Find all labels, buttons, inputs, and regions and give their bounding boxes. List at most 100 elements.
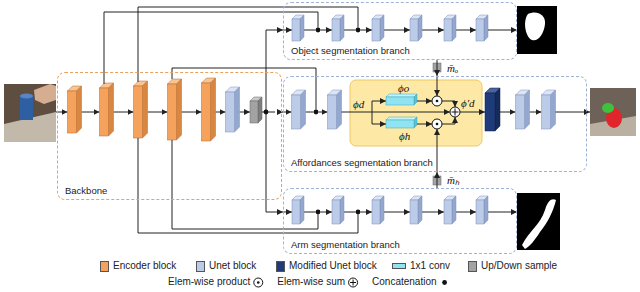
branch-title: Object segmentation branch	[291, 45, 516, 56]
block-side	[380, 15, 384, 41]
block-side	[418, 196, 422, 224]
legend-text: Concatenation	[372, 276, 437, 288]
flow-line	[266, 72, 267, 200]
flow-line	[384, 212, 410, 213]
flow-line	[138, 138, 358, 233]
block-front	[226, 92, 235, 132]
flow-line	[360, 212, 372, 213]
block-side	[300, 196, 304, 224]
block-front	[386, 97, 414, 105]
concat-dot	[442, 280, 447, 285]
legend-swatch	[196, 261, 205, 272]
block-front	[332, 200, 340, 224]
block-side	[109, 83, 114, 136]
block-side	[380, 196, 384, 224]
flow-line	[82, 112, 100, 113]
flow-line	[456, 30, 476, 31]
photo-hand	[34, 84, 56, 104]
product-dot	[436, 123, 439, 126]
block-front	[134, 86, 143, 138]
block-front	[372, 19, 380, 41]
mask-label: m̄ₕ	[446, 174, 460, 186]
feature-label: ϕh	[399, 130, 410, 142]
flow-line	[372, 101, 386, 112]
flow-line	[344, 30, 356, 31]
block-side	[301, 90, 306, 129]
flow-line	[304, 30, 316, 31]
branch-group: Object segmentation branch	[283, 2, 517, 60]
block-front	[444, 19, 452, 41]
block-front	[542, 95, 551, 129]
block-side	[300, 15, 304, 41]
concat-dot	[314, 110, 319, 115]
block-side	[77, 86, 82, 133]
block-side	[452, 15, 456, 41]
flow-line	[488, 212, 517, 213]
sum-plus	[353, 280, 354, 286]
flow-line	[488, 30, 517, 31]
legend-text: Elem-wise product	[168, 276, 250, 288]
connector	[437, 60, 438, 76]
block-side	[258, 97, 262, 123]
concat-dot	[264, 110, 269, 115]
branch-group: Affordances segmentation branch	[283, 76, 587, 172]
flow-line	[172, 140, 318, 229]
attention-module	[350, 80, 482, 146]
flow-line	[342, 112, 373, 113]
flow-line	[283, 212, 292, 213]
flow-line	[422, 212, 444, 213]
block-side	[177, 79, 182, 140]
sum-symbol	[450, 107, 460, 117]
block-side	[143, 81, 148, 138]
flow-line	[240, 112, 251, 113]
arm-mask	[517, 193, 560, 250]
block-top	[386, 94, 417, 97]
connector	[437, 172, 438, 188]
block-side	[418, 15, 422, 41]
flow-line	[437, 129, 438, 172]
block-front	[410, 19, 418, 41]
mask-label: m̄ₒ	[446, 62, 459, 74]
sum-plus	[455, 109, 456, 116]
sum-symbol	[349, 278, 358, 287]
flow-line	[138, 7, 358, 82]
feature-label: ϕd	[353, 98, 364, 110]
block-side	[525, 90, 530, 129]
legend-swatch	[392, 263, 406, 269]
affordance-output	[590, 88, 636, 136]
block-front	[476, 19, 484, 41]
flow-line	[360, 30, 372, 31]
flow-line	[320, 30, 332, 31]
flow-line	[456, 212, 476, 213]
legend-text: 1x1 conv	[410, 260, 450, 272]
concat-dot	[356, 28, 361, 33]
flow-line	[306, 112, 314, 113]
block-front	[386, 120, 414, 128]
block-front	[332, 19, 340, 41]
flow-line	[114, 112, 134, 113]
legend-text: Unet block	[209, 260, 256, 272]
block-front	[168, 84, 177, 140]
block-front	[100, 88, 109, 136]
block-side	[414, 117, 417, 128]
block-front	[372, 200, 380, 224]
flow-line	[500, 112, 516, 113]
photo-object	[20, 96, 33, 120]
block-side	[495, 88, 500, 131]
block-front	[516, 95, 525, 129]
block-side	[452, 196, 456, 224]
flow-line	[372, 112, 386, 124]
block-side	[337, 90, 342, 129]
branch-title: Affordances segmentation branch	[291, 157, 586, 168]
block-front	[202, 83, 211, 141]
flow-line	[283, 30, 292, 31]
flow-line	[417, 101, 432, 102]
flow-line	[304, 212, 316, 213]
block-side	[340, 196, 344, 224]
flow-line	[318, 112, 327, 113]
legend-text: Up/Down sample	[481, 260, 557, 272]
flow-line	[442, 117, 455, 124]
flow-line	[372, 112, 450, 113]
flow-line	[556, 112, 591, 113]
block-side	[484, 196, 488, 224]
